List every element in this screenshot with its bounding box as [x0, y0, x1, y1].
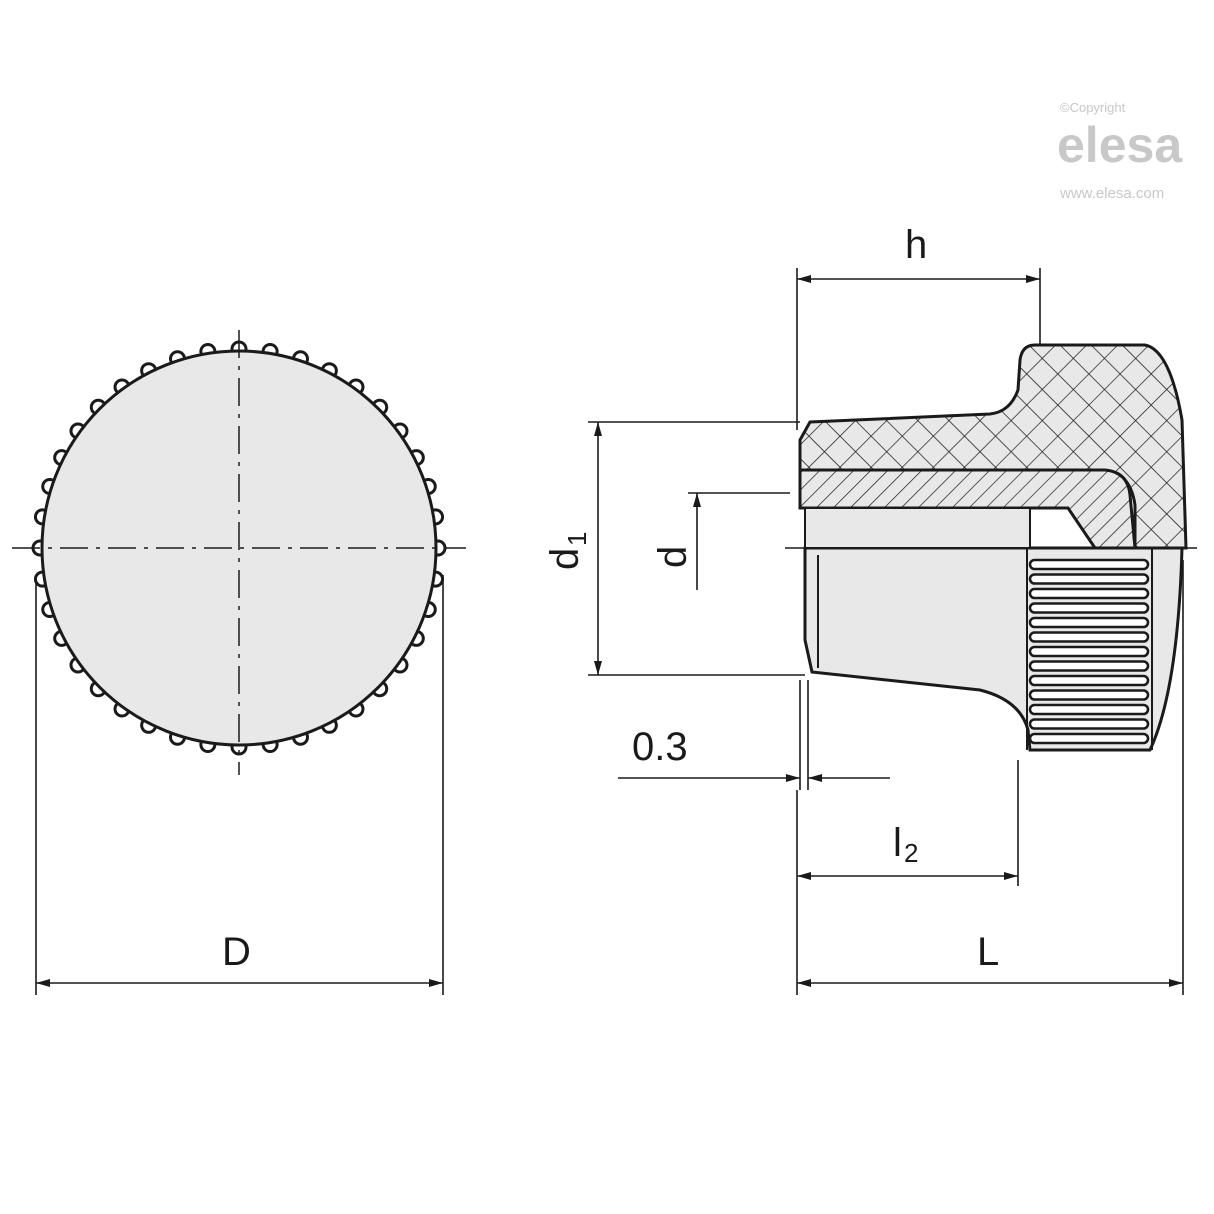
grip-rib [1028, 718, 1150, 730]
dimensions [35, 268, 1184, 995]
svg-text:l: l [893, 821, 902, 865]
svg-text:1: 1 [562, 532, 592, 546]
svg-text:d: d [543, 548, 587, 570]
label-d1: d 1 [543, 532, 592, 570]
copyright-text: ©Copyright [1060, 100, 1126, 115]
label-L: L [977, 930, 999, 974]
front-view [12, 330, 466, 775]
label-h: h [905, 223, 927, 267]
grip-rib [1028, 689, 1150, 701]
grip-rib [1028, 660, 1150, 672]
grip-rib [1028, 732, 1150, 745]
grip-rib [1028, 674, 1150, 687]
grip-rib [1028, 602, 1150, 614]
grip-rib [1028, 703, 1150, 716]
label-D: D [222, 930, 251, 974]
grip-rib [1028, 573, 1150, 585]
brand-logo: elesa [1057, 117, 1183, 173]
grip-rib [1028, 645, 1150, 658]
bore [804, 507, 1031, 549]
svg-text:2: 2 [904, 838, 918, 868]
metal-insert-section [798, 468, 1137, 550]
label-0-3: 0.3 [632, 725, 688, 769]
elesa-watermark: ©Copyright elesa www.elesa.com [1057, 100, 1183, 202]
grip-rib [1028, 587, 1150, 600]
grip-rib [1028, 616, 1150, 629]
side-view [785, 343, 1200, 752]
grip-rib [1028, 558, 1150, 571]
url-text: www.elesa.com [1059, 185, 1164, 202]
grip-ribs [1028, 558, 1150, 745]
grip-rib [1028, 631, 1150, 643]
label-l2: l 2 [893, 821, 918, 868]
label-d: d [651, 546, 695, 568]
